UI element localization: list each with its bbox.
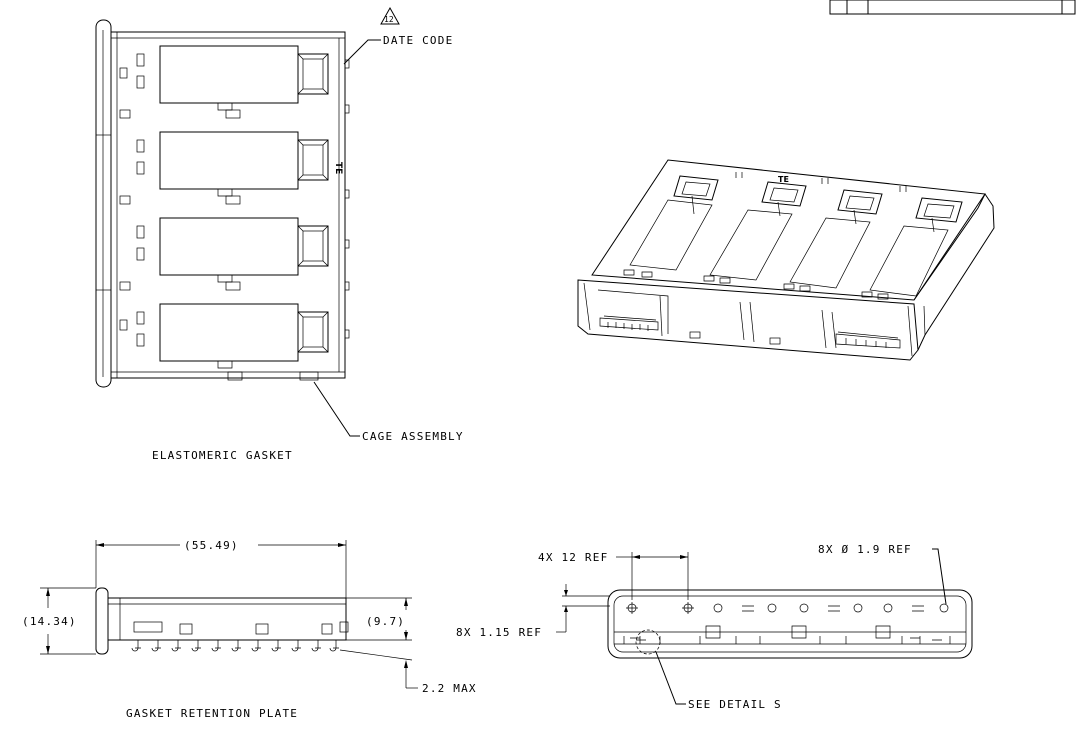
top-port-3 — [119, 217, 329, 291]
iso-port-4 — [869, 197, 963, 297]
hole-offset-dim: 8X 1.15 REF — [456, 626, 542, 639]
top-port-1 — [119, 45, 329, 119]
front-outline — [607, 589, 973, 659]
gasket-strip — [95, 19, 112, 388]
title-block-fragment — [829, 0, 1076, 15]
elastomeric-gasket-label: ELASTOMERIC GASKET — [152, 449, 293, 462]
iso-front-face — [577, 279, 919, 361]
port-pitch-dim: 4X 12 REF — [538, 551, 608, 564]
iso-port-2 — [709, 181, 807, 281]
top-port-2 — [119, 131, 329, 205]
pin-max-dim: 2.2 MAX — [422, 682, 477, 695]
te-logo: TE — [333, 162, 343, 174]
gasket-retention-plate-label: GASKET RETENTION PLATE — [126, 707, 298, 720]
see-detail-label: SEE DETAIL S — [688, 698, 782, 711]
cage-body — [110, 31, 346, 379]
revision-triangle — [380, 6, 400, 25]
iso-top-deck — [591, 159, 986, 301]
iso-te-logo: TE — [778, 175, 789, 184]
detail-circle — [635, 629, 661, 655]
revision-mark: 12 — [384, 15, 394, 24]
iso-port-1 — [629, 175, 719, 271]
front-holes — [626, 602, 949, 614]
overall-height-dim: (14.34) — [22, 615, 77, 628]
cage-height-dim: (9.7) — [366, 615, 405, 628]
hole-diameter-dim: 8X Ø 1.9 REF — [818, 543, 912, 556]
iso-right-side — [913, 193, 995, 351]
front-view: SEE DETAIL S 4X 12 REF 8X Ø 1.9 REF 8X 1… — [456, 543, 973, 711]
cage-assembly-label: CAGE ASSEMBLY — [362, 430, 464, 443]
side-gasket — [95, 587, 109, 655]
side-cage — [107, 597, 347, 641]
side-pins — [131, 640, 339, 652]
side-view: (55.49) (14.34) (9.7) 2.2 MAX GASKET RET… — [22, 539, 477, 720]
isometric-view: TE — [577, 159, 995, 361]
overall-length-dim: (55.49) — [184, 539, 239, 552]
date-code-label: DATE CODE — [383, 34, 453, 47]
iso-port-3 — [789, 189, 883, 289]
top-view: TE 12 DATE CODE CAGE ASSEMBLY ELASTOMERI… — [95, 6, 464, 462]
top-port-4 — [119, 303, 329, 369]
